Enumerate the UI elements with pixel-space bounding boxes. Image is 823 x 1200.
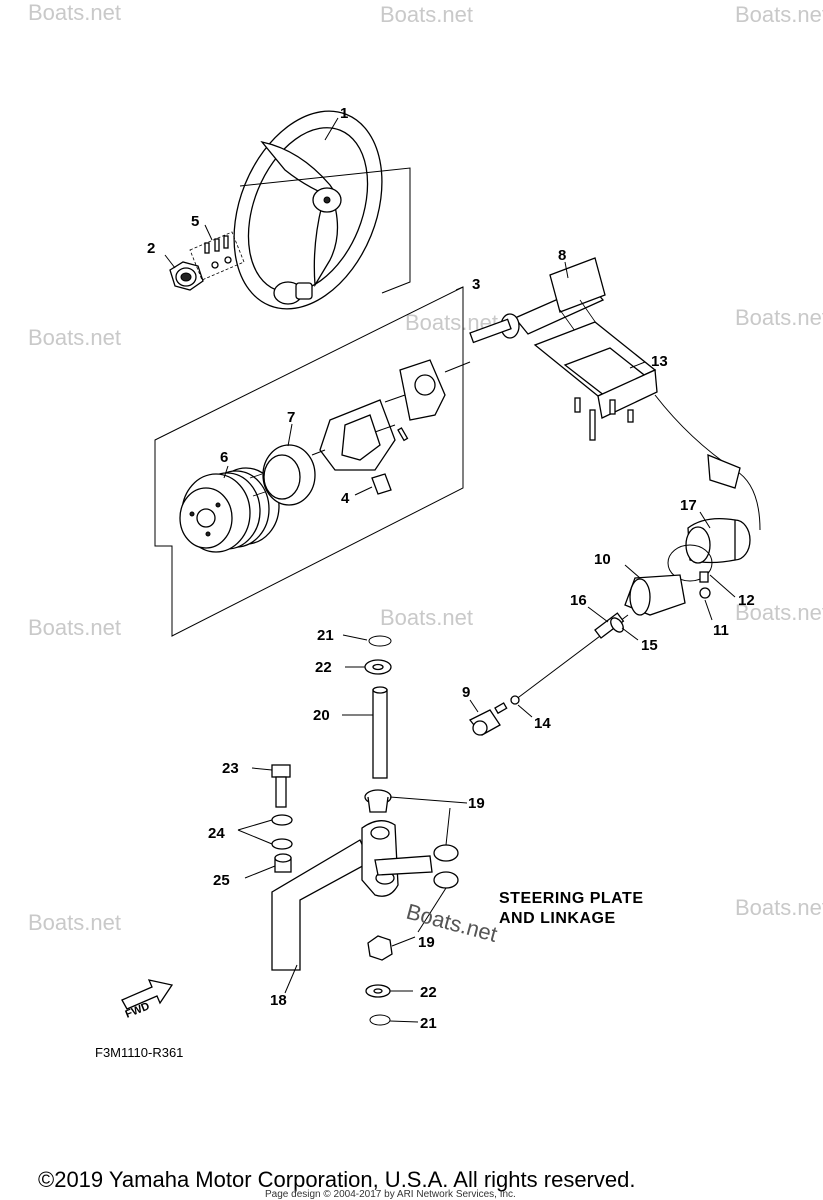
callout-22-upper: 22: [315, 659, 332, 676]
callout-17: 17: [680, 497, 697, 514]
callout-25: 25: [213, 872, 230, 889]
part-hose-clamp: [667, 544, 713, 583]
watermark-text: Boats.net: [380, 2, 473, 27]
callout-2: 2: [147, 240, 155, 257]
callout-12: 12: [738, 592, 755, 609]
watermark-text: Boats.net: [380, 605, 473, 630]
callout-7: 7: [287, 409, 295, 426]
callout-19-upper: 19: [468, 795, 485, 812]
callout-23: 23: [222, 760, 239, 777]
watermark-text: Boats.net: [735, 2, 823, 27]
callout-3: 3: [472, 276, 480, 293]
callout-18: 18: [270, 992, 287, 1009]
part-helm-pump: [179, 467, 280, 553]
copyright-notice: ©2019 Yamaha Motor Corporation, U.S.A. A…: [38, 1167, 635, 1192]
part-clip: [371, 473, 392, 495]
part-steering-cable: [510, 612, 629, 705]
part-helm-mechanism: [311, 359, 471, 471]
part-hardware-set: [189, 231, 245, 281]
part-steering-plate: [271, 820, 433, 971]
callout-8: 8: [558, 247, 566, 264]
callout-labels: 1 2 3 4 5 6 7 8 9 10 11 12 13 14 15 16 1…: [147, 105, 755, 1032]
callout-21-lower: 21: [420, 1015, 437, 1032]
part-boot-lower: [624, 574, 686, 616]
callout-9: 9: [462, 684, 470, 701]
part-bolt-11: [699, 587, 711, 599]
callout-15: 15: [641, 637, 658, 654]
watermark-text: Boats.net: [735, 895, 823, 920]
title-line-1: STEERING PLATE: [499, 890, 644, 907]
callout-5: 5: [191, 213, 199, 230]
part-bolt-washer-spacer: [271, 764, 293, 873]
figure-code: F3M1110-R361: [95, 1045, 183, 1060]
callout-6: 6: [220, 449, 228, 466]
part-mounting-ring: [249, 444, 316, 506]
callout-22-lower: 22: [420, 984, 437, 1001]
part-upper-washers: [364, 635, 392, 675]
part-control-unit: [533, 321, 761, 531]
part-lower-washers: [365, 984, 391, 1026]
watermark-layer: Boats.net Boats.net Boats.net Boats.net …: [28, 0, 823, 935]
fwd-arrow-icon: FWD: [121, 979, 174, 1021]
callout-20: 20: [313, 707, 330, 724]
watermark-text: Boats.net: [28, 615, 121, 640]
callout-10: 10: [594, 551, 611, 568]
callout-13: 13: [651, 353, 668, 370]
callout-14: 14: [534, 715, 551, 732]
watermark-text: Boats.net: [735, 305, 823, 330]
callout-1: 1: [340, 105, 348, 122]
callout-21-upper: 21: [317, 627, 334, 644]
watermark-text: Boats.net: [28, 0, 121, 25]
callout-11: 11: [713, 622, 729, 639]
callout-24: 24: [208, 825, 225, 842]
watermark-text: Boats.net: [735, 600, 823, 625]
callout-4: 4: [341, 490, 350, 507]
callout-19-lower: 19: [418, 934, 435, 951]
part-boot-upper: [685, 517, 751, 564]
watermark-text: Boats.net: [28, 325, 121, 350]
watermark-text: Boats.net: [28, 910, 121, 935]
page-design-credit: Page design © 2004-2017 by ARI Network S…: [265, 1189, 516, 1200]
callout-leader-lines: [164, 117, 736, 1023]
part-wheel-nut: [169, 261, 204, 291]
part-pivot-shaft: [372, 686, 388, 779]
callout-16: 16: [570, 592, 587, 609]
part-ball-joint: [468, 702, 508, 736]
part-steering-wheel: [233, 110, 411, 310]
title-line-2: AND LINKAGE: [499, 910, 616, 927]
